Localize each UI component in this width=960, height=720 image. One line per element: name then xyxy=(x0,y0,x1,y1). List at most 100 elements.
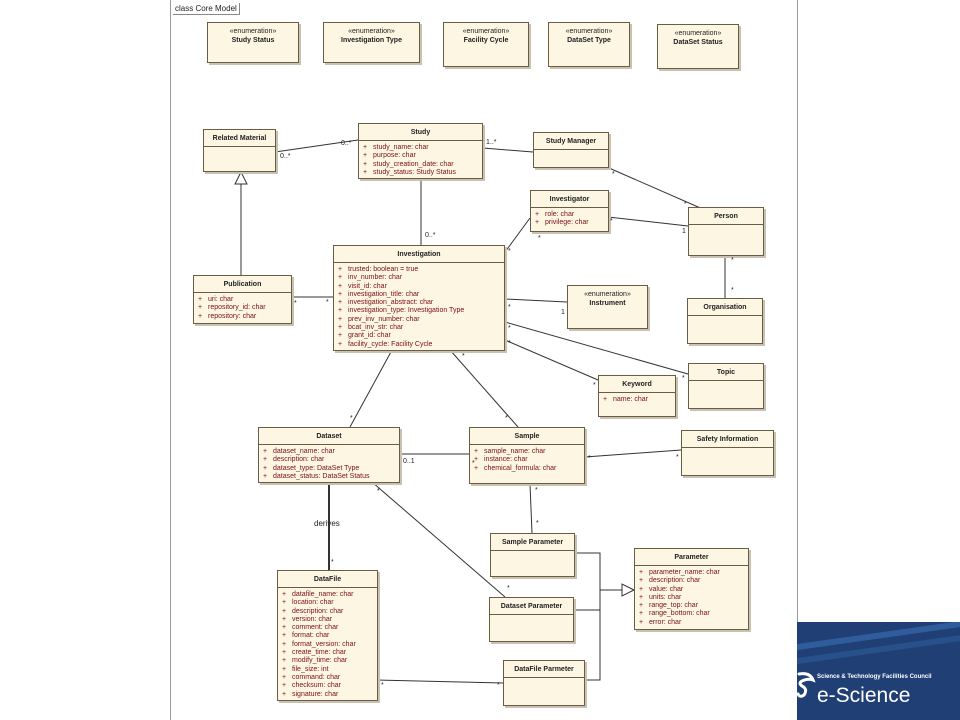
class-person[interactable]: Person xyxy=(688,207,764,256)
attribute-row: +comment: char xyxy=(282,624,339,632)
attribute-row: +purpose: char xyxy=(363,152,416,160)
attribute-row: +study_status: Study Status xyxy=(363,168,456,176)
class-dataset-parameter[interactable]: Dataset Parameter xyxy=(489,597,574,642)
attribute-row: +version: char xyxy=(282,615,333,623)
mult-safety-sample: * xyxy=(676,454,679,461)
class-organisation[interactable]: Organisation xyxy=(687,298,763,344)
attribute-row: +dataset_status: DataSet Status xyxy=(263,472,370,480)
attribute-row: +description: char xyxy=(639,577,701,585)
class-investigator[interactable]: Investigator +role: char +privilege: cha… xyxy=(530,190,609,232)
class-facility-cycle[interactable]: «enumeration»Facility Cycle xyxy=(443,22,529,67)
attribute-row: +uri: char xyxy=(198,296,234,303)
attribute-row: +investigation_type: Investigation Type xyxy=(338,307,465,315)
attribute-row: +investigation_abstract: char xyxy=(338,299,434,307)
edge-investigation-topic xyxy=(504,321,689,375)
stereotype-label: «enumeration» xyxy=(565,28,613,35)
mult-investigation-sample-top: * xyxy=(462,353,465,360)
mult-investigator-investigation: * xyxy=(538,235,541,242)
mult-sample-sample-parameter-top: * xyxy=(535,487,538,494)
class-name: Organisation xyxy=(688,299,762,316)
attribute-row: +role: char xyxy=(535,211,575,218)
attribute-row: +range_bottom: char xyxy=(639,610,710,618)
attribute-row: +visit_id: char xyxy=(338,282,387,290)
mult-person-organisation: * xyxy=(731,257,734,264)
class-parameter[interactable]: Parameter +parameter_name: char +descrip… xyxy=(634,548,749,630)
edge-investigation-keyword xyxy=(504,339,599,381)
mult-instrument-investigation: 1 xyxy=(561,309,565,316)
attribute-row: +units: char xyxy=(639,593,682,601)
attribute-row: +description: char xyxy=(282,607,344,615)
branding-band xyxy=(797,622,960,720)
mult-study-manager-study: 1..* xyxy=(486,139,497,146)
edge-investigator-person xyxy=(607,216,689,227)
class-name: Related Material xyxy=(204,130,275,147)
class-investigation[interactable]: Investigation +trusted: boolean = true +… xyxy=(333,245,505,351)
class-name: Dataset xyxy=(259,428,399,445)
mult-dataset-dataset-parameter-bottom: * xyxy=(507,585,510,592)
attribute-row: +study_creation_date: char xyxy=(363,160,454,168)
class-name: Study xyxy=(359,124,482,141)
class-name: DataFile xyxy=(278,571,377,588)
edge-sample-sample-parameter xyxy=(529,483,533,534)
class-study-status[interactable]: «enumeration» Study Status xyxy=(207,22,299,63)
mult-topic-investigation: * xyxy=(682,375,685,382)
class-name: Sample xyxy=(470,428,584,445)
class-name: Study Status xyxy=(231,37,275,44)
class-name: Keyword xyxy=(599,376,675,393)
mult-dataset-sample: 0..1 xyxy=(403,458,415,465)
class-topic[interactable]: Topic xyxy=(688,363,764,409)
attribute-row: +privilege: char xyxy=(535,219,589,227)
class-name: Sample Parameter xyxy=(491,534,574,551)
mult-investigation-topic: * xyxy=(508,325,511,332)
class-study[interactable]: Study +study_name: char +purpose: char +… xyxy=(358,123,483,179)
class-name: Investigation Type xyxy=(341,37,402,44)
mult-organisation-person: * xyxy=(731,287,734,294)
class-instrument[interactable]: «enumeration»Instrument xyxy=(567,285,648,329)
mult-investigator-person: * xyxy=(610,218,613,225)
attribute-row: +modify_time: char xyxy=(282,657,348,665)
class-study-manager[interactable]: Study Manager xyxy=(533,132,609,168)
class-name: DataSet Type xyxy=(567,37,611,44)
stereotype-label: «enumeration» xyxy=(674,30,722,37)
mult-investigation-publication: * xyxy=(326,299,329,306)
stfc-logo-icon xyxy=(796,672,816,698)
mult-investigation-dataset: * xyxy=(350,415,353,422)
class-datafile[interactable]: DataFile +datafile_name: char +location:… xyxy=(277,570,378,701)
class-dataset-type[interactable]: «enumeration» DataSet Type xyxy=(548,22,630,67)
mult-sample-sample-parameter-bottom: * xyxy=(536,520,539,527)
class-name: Investigation xyxy=(334,246,504,263)
edge-dataset-dataset-parameter xyxy=(371,481,506,598)
class-publication[interactable]: Publication +uri: char +repository_id: c… xyxy=(193,275,292,324)
class-safety-information[interactable]: Safety Information xyxy=(681,430,774,476)
generalization-arrowhead-related-material xyxy=(234,170,248,185)
class-sample-parameter[interactable]: Sample Parameter xyxy=(490,533,575,577)
diagram-frame-label: class Core Model xyxy=(173,3,240,15)
mult-keyword-investigation: * xyxy=(593,382,596,389)
edge-study-manager-person xyxy=(608,167,706,211)
attribute-row: +grant_id: char xyxy=(338,332,391,340)
mult-sample-safety: * xyxy=(588,455,591,462)
class-related-material[interactable]: Related Material xyxy=(203,129,276,172)
escience-wordmark: e-Science xyxy=(817,684,911,707)
mult-datafile-parameter-datafile: * xyxy=(497,682,500,689)
stereotype-label: «enumeration» xyxy=(229,28,277,35)
attribute-row: +prev_inv_number: char xyxy=(338,315,420,323)
class-keyword[interactable]: Keyword +name: char xyxy=(598,375,676,417)
class-sample[interactable]: Sample +sample_name: char +instance: cha… xyxy=(469,427,585,484)
edge-study-study-manager xyxy=(482,147,534,153)
attribute-row: +value: char xyxy=(639,585,684,593)
stereotype-label: «enumeration» xyxy=(348,28,395,35)
attribute-row: +location: char xyxy=(282,599,334,607)
generalization-arrowhead-parameter xyxy=(621,583,636,597)
attribute-row: +inv_number: char xyxy=(338,274,403,282)
stereotype-label: «enumeration» xyxy=(462,28,510,35)
class-investigation-type[interactable]: «enumeration» Investigation Type xyxy=(323,22,420,63)
class-dataset-status[interactable]: «enumeration»DataSet Status xyxy=(657,24,739,69)
edge-sample-safety xyxy=(584,449,682,458)
class-dataset[interactable]: Dataset +dataset_name: char +description… xyxy=(258,427,400,483)
attribute-row: +chemical_formula: char xyxy=(474,464,557,472)
class-name: Investigator xyxy=(531,191,608,208)
mult-study-manager-side: * xyxy=(612,171,615,178)
class-datafile-parameter[interactable]: DataFile Parmeter xyxy=(503,660,585,706)
attribute-row: +parameter_name: char xyxy=(639,569,720,576)
